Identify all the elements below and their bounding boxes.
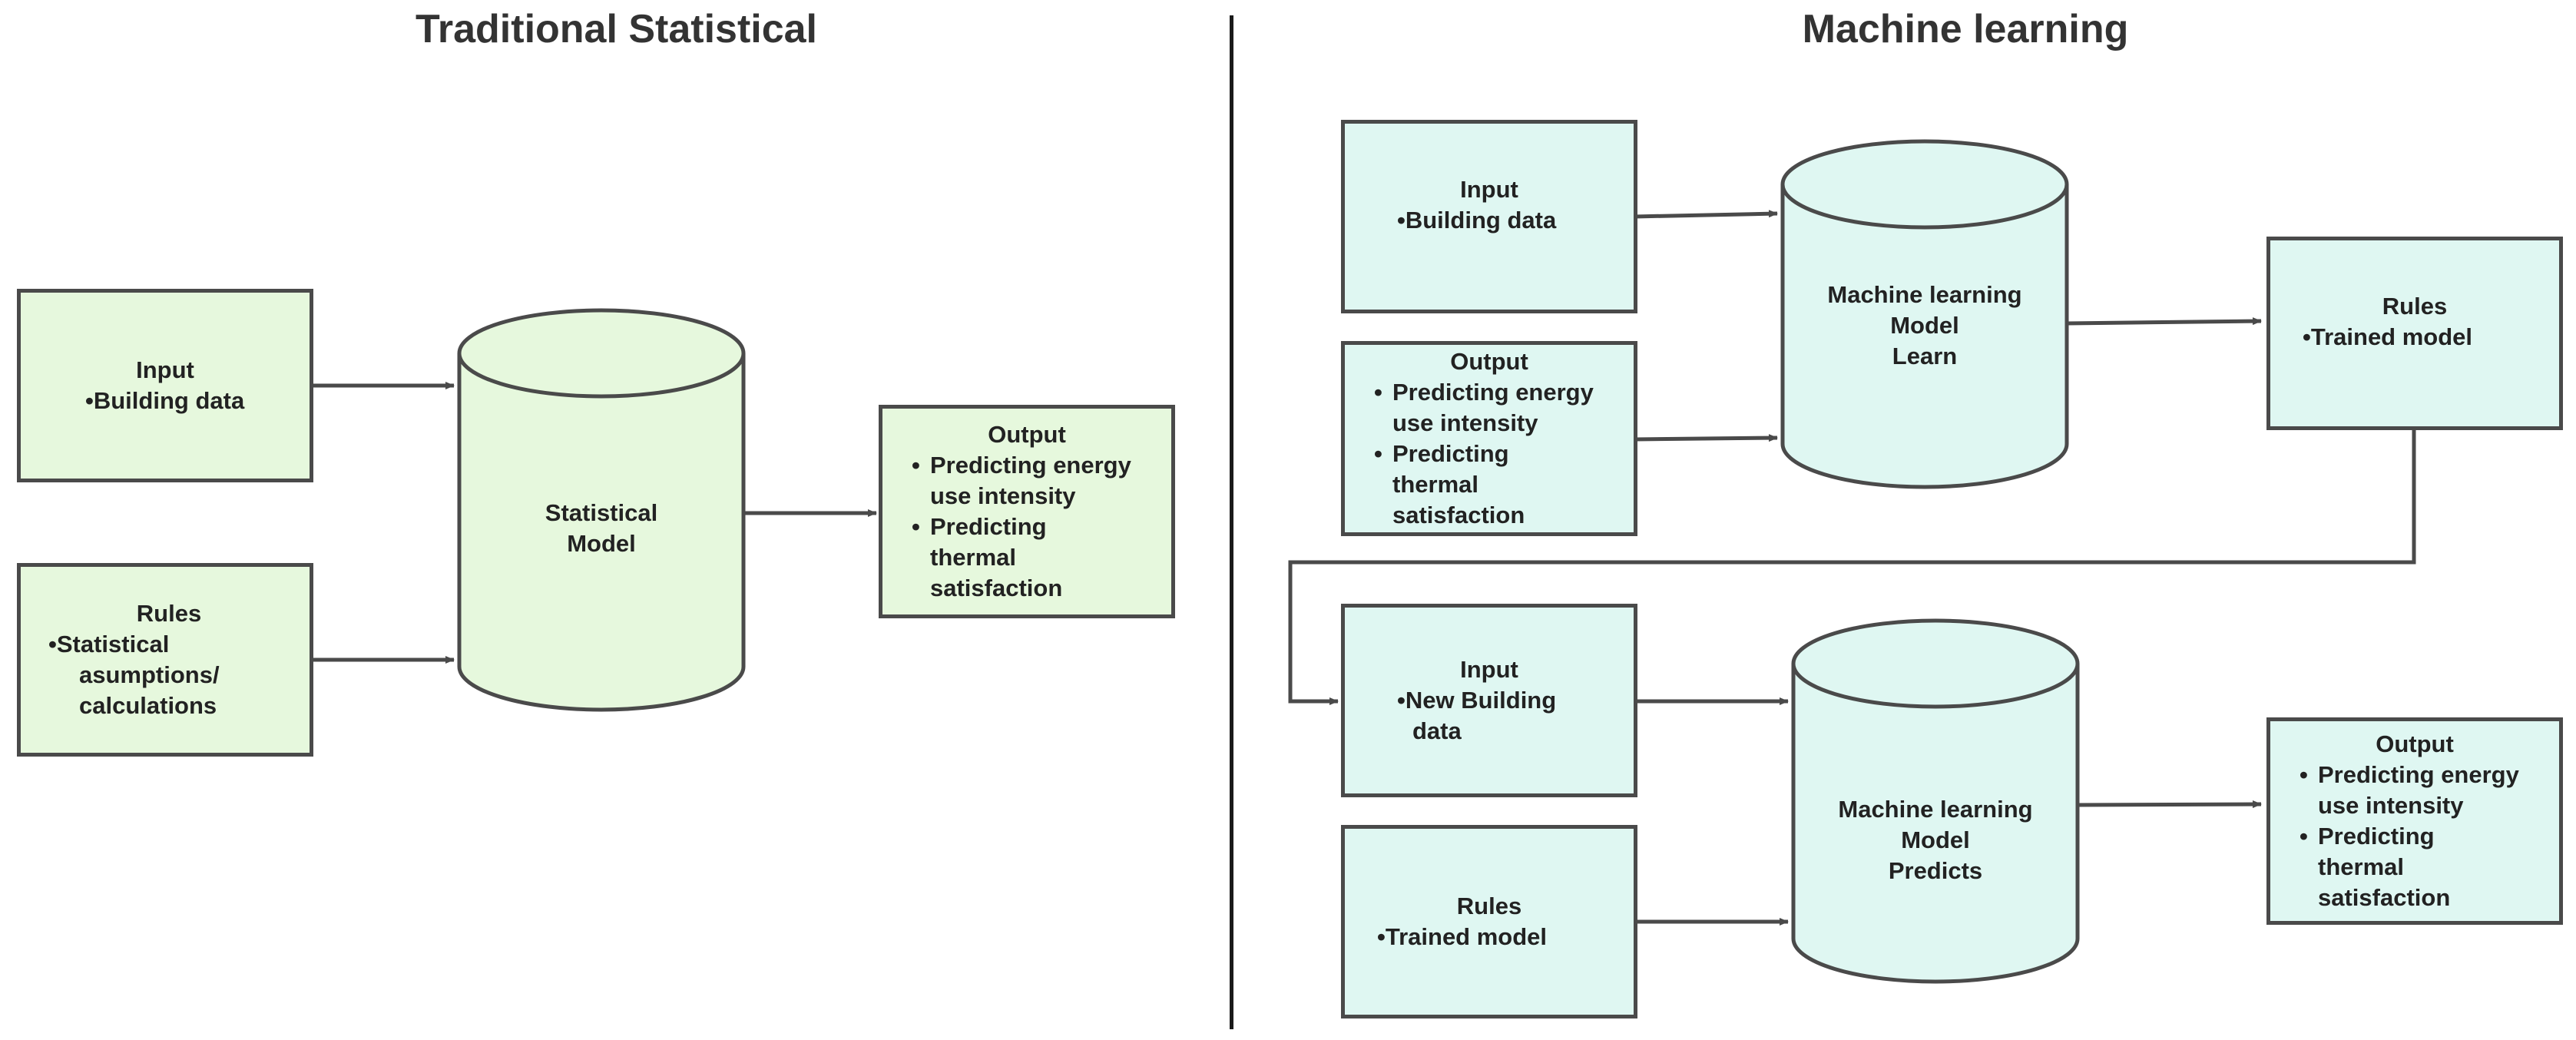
traditional-input-box: Input Building data (17, 289, 313, 482)
statistical-model-line: Model (567, 530, 636, 557)
ml-learn-output-item: Predicting energy use intensity (1374, 377, 1620, 439)
traditional-output-item-line: satisfaction (930, 575, 1063, 601)
ml-learn-output-box: Output Predicting energy use intensity P… (1341, 341, 1637, 536)
ml-learn-output-item-line: thermal (1392, 471, 1478, 498)
ml-predict-output-item: Predicting thermal satisfaction (2300, 821, 2545, 913)
ml-learn-model-cylinder (1780, 139, 2069, 489)
ml-learn-output-item: Predicting thermal satisfaction (1374, 439, 1620, 531)
section-divider (1230, 15, 1233, 1029)
traditional-input-item: Building data (94, 386, 296, 416)
ml-learn-input-box: Input Building data (1341, 120, 1637, 313)
ml-learn-output-item-line: Predicting (1392, 440, 1509, 467)
ml-predict-output-item: Predicting energy use intensity (2300, 760, 2545, 821)
ml-predict-output-title: Output (2376, 730, 2454, 757)
ml-predict-output-item-line: Predicting energy (2318, 761, 2519, 788)
ml-predict-output-item-line: satisfaction (2318, 884, 2451, 911)
statistical-model-line: Statistical (545, 499, 658, 526)
traditional-rules-item: calculations (79, 692, 217, 719)
traditional-rules-item: Statistical (57, 629, 296, 660)
ml-learn-output-title: Output (1450, 348, 1528, 375)
arrow-learn-model-to-rules (2066, 317, 2262, 326)
ml-predict-model-label: Machine learning Model Predicts (1793, 794, 2078, 886)
ml-predict-model-cylinder (1791, 618, 2080, 984)
ml-learn-output-item-line: satisfaction (1392, 502, 1525, 528)
statistical-model-cylinder (457, 308, 746, 712)
ml-predict-rules-box: Rules Trained model (1341, 825, 1637, 1018)
ml-predict-model-line: Model (1901, 826, 1970, 853)
traditional-input-title: Input (136, 356, 194, 383)
ml-learn-model-line: Learn (1892, 343, 1958, 369)
ml-learn-input-item: Building data (1406, 205, 1620, 236)
ml-predict-output-item-line: use intensity (2318, 792, 2464, 819)
ml-learn-output-item-line: Predicting energy (1392, 379, 1594, 406)
ml-learn-rules-box: Rules Trained model (2266, 237, 2563, 430)
arrow-predict-model-to-output (2077, 800, 2262, 809)
ml-predict-input-box: Input New Building data (1341, 604, 1637, 797)
ml-learn-rules-title: Rules (2382, 293, 2448, 320)
ml-learn-rules-item: Trained model (2311, 322, 2545, 353)
ml-predict-input-item: data (1412, 717, 1462, 744)
statistical-model-label: Statistical Model (459, 498, 743, 559)
ml-predict-output-item-line: thermal (2318, 853, 2404, 880)
traditional-statistical-title: Traditional Statistical (415, 7, 818, 51)
traditional-output-item: Predicting energy use intensity (912, 450, 1157, 512)
arrow-ml-input-to-learn-model (1634, 210, 1778, 219)
ml-predict-model-line: Predicts (1888, 857, 1983, 884)
ml-learn-output-item-line: use intensity (1392, 409, 1538, 436)
traditional-output-item-line: Predicting energy (930, 452, 1131, 479)
ml-predict-input-item: New Building (1406, 685, 1620, 716)
ml-learn-model-label: Machine learning Model Learn (1783, 280, 2067, 372)
machine-learning-title: Machine learning (1802, 7, 2129, 51)
ml-learn-input-title: Input (1460, 176, 1518, 203)
traditional-rules-item: asumptions/ (79, 661, 220, 688)
ml-learn-model-line: Model (1890, 312, 1959, 339)
ml-predict-model-line: Machine learning (1838, 796, 2033, 823)
traditional-output-item-line: thermal (930, 544, 1016, 571)
ml-learn-model-line: Machine learning (1827, 281, 2022, 308)
ml-predict-rules-item: Trained model (1386, 922, 1620, 952)
arrow-trained-rules-to-new-input (1288, 428, 2416, 705)
ml-predict-input-title: Input (1460, 656, 1518, 683)
traditional-output-item-line: use intensity (930, 482, 1076, 509)
ml-predict-output-box: Output Predicting energy use intensity P… (2266, 717, 2563, 925)
traditional-output-box: Output Predicting energy use intensity P… (879, 405, 1175, 618)
arrow-ml-output-to-learn-model (1634, 434, 1778, 442)
traditional-output-title: Output (988, 421, 1066, 448)
traditional-rules-box: Rules Statistical asumptions/ calculatio… (17, 563, 313, 757)
traditional-output-item-line: Predicting (930, 513, 1047, 540)
traditional-rules-title: Rules (136, 600, 202, 627)
ml-predict-rules-title: Rules (1456, 893, 1522, 919)
ml-predict-output-item-line: Predicting (2318, 823, 2435, 850)
traditional-output-item: Predicting thermal satisfaction (912, 512, 1157, 604)
